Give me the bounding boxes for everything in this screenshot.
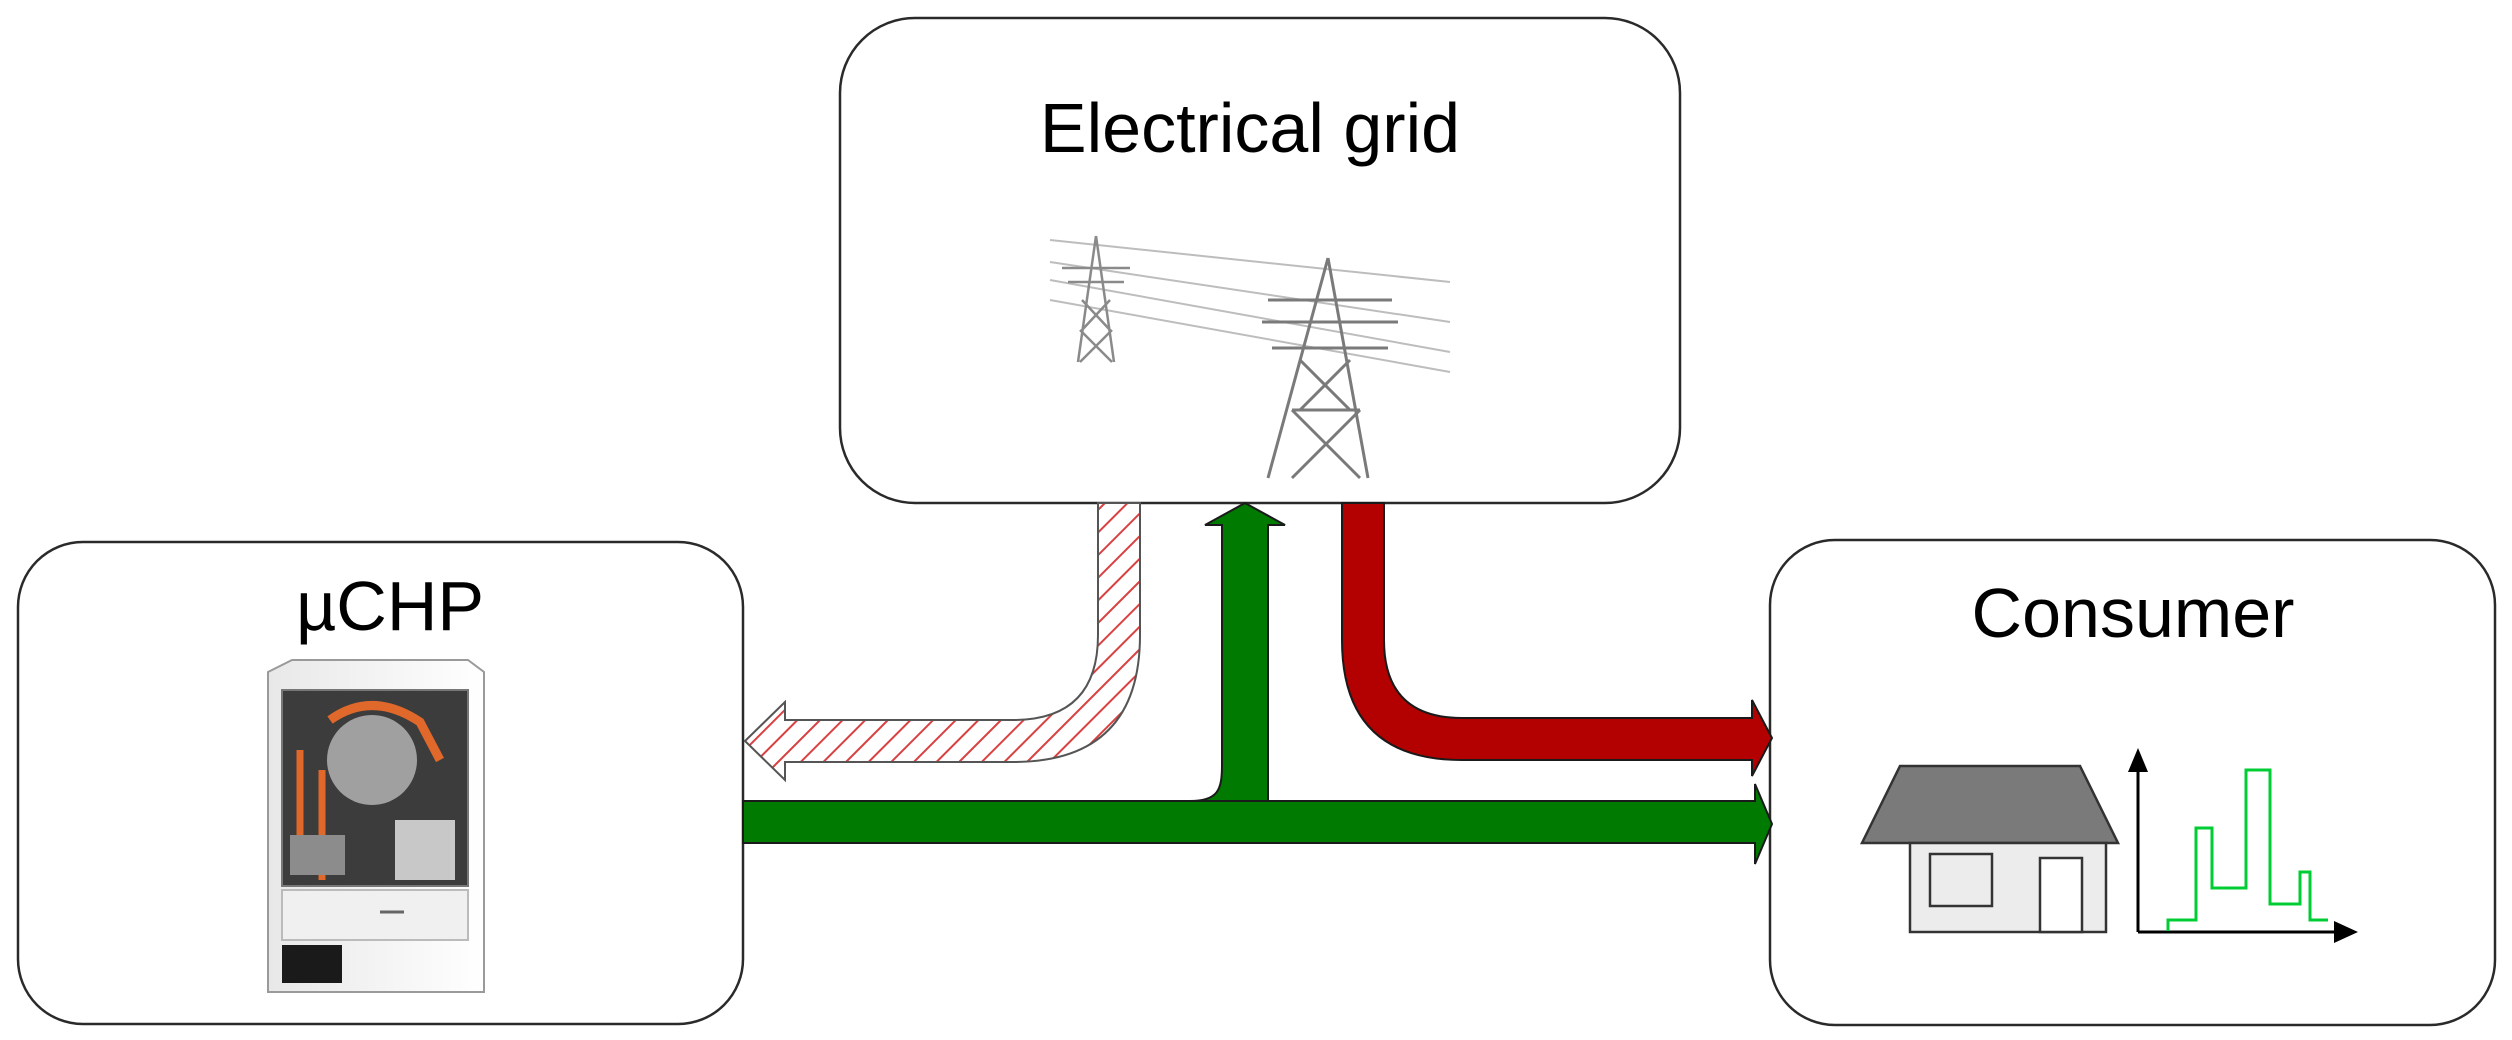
grid-box bbox=[838, 16, 1682, 505]
consumer-title: Consumer bbox=[1972, 574, 2295, 652]
chp-title: µCHP bbox=[296, 567, 484, 645]
house-icon bbox=[1859, 764, 2121, 934]
arrow-grid-to-chp bbox=[743, 502, 1141, 783]
arrow-grid-to-consumer bbox=[1341, 502, 1774, 777]
arrow-chp-to-grid bbox=[1189, 501, 1286, 802]
arrow-chp-to-consumer bbox=[742, 783, 1774, 865]
power-pylon-icon bbox=[1049, 235, 1451, 480]
chp-unit-icon bbox=[267, 659, 485, 993]
grid-title: Electrical grid bbox=[1040, 89, 1460, 167]
load-profile-chart-icon bbox=[2128, 748, 2358, 943]
